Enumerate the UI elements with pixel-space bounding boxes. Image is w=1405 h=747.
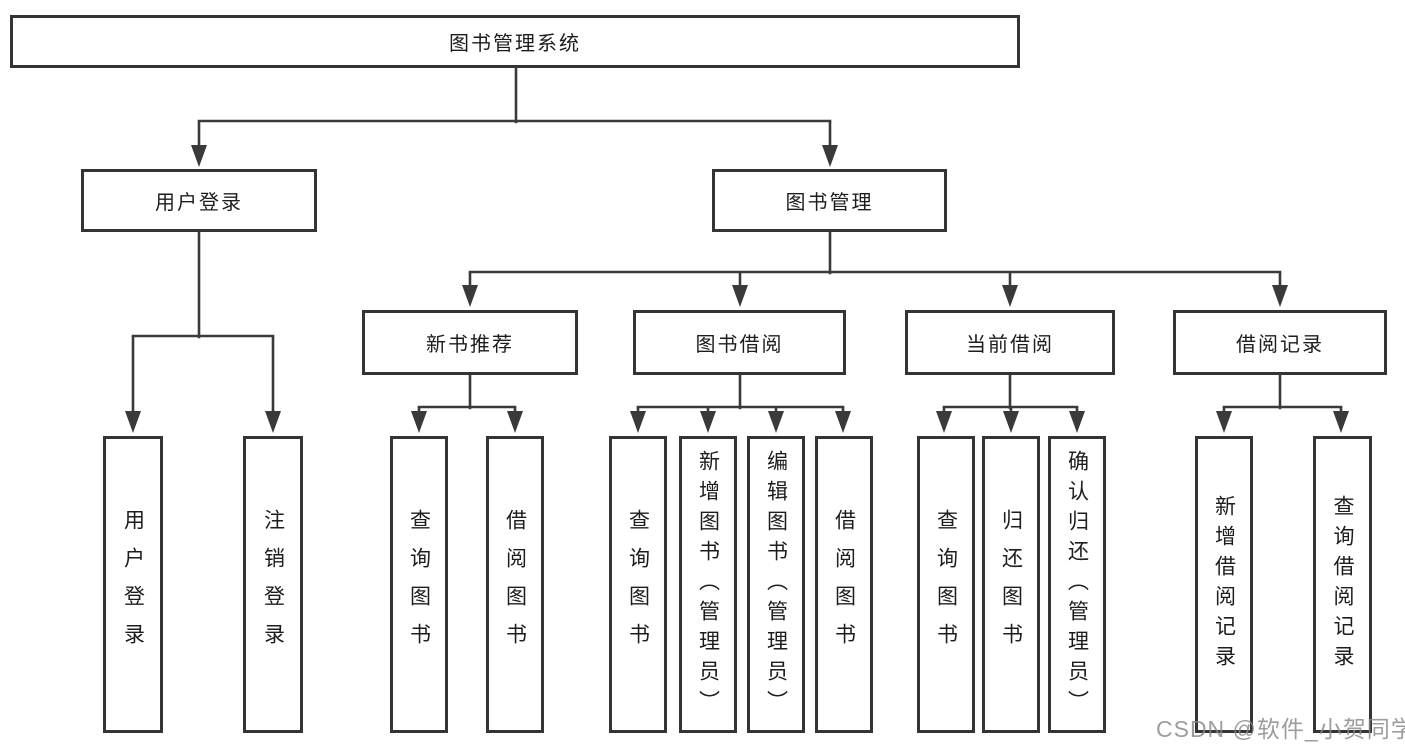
leaf-user-login-label: 用户登录 bbox=[121, 508, 145, 661]
leaf-logout-label: 注销登录 bbox=[261, 508, 285, 661]
leaf-confirm-return-admin-label: 确认归还（管理员） bbox=[1065, 449, 1089, 720]
leaf-borrow-books-borrow: 借阅图书 bbox=[815, 436, 873, 733]
leaf-user-login: 用户登录 bbox=[103, 436, 163, 733]
node-new-book-recommend: 新书推荐 bbox=[362, 310, 578, 375]
leaf-confirm-return-admin: 确认归还（管理员） bbox=[1048, 436, 1106, 733]
leaf-query-books-recommend-label: 查询图书 bbox=[407, 508, 431, 661]
node-new-book-recommend-label: 新书推荐 bbox=[426, 334, 514, 356]
node-current-borrow-label: 当前借阅 bbox=[966, 334, 1054, 356]
leaf-query-books-current: 查询图书 bbox=[917, 436, 975, 733]
leaf-add-book-admin: 新增图书（管理员） bbox=[679, 436, 737, 733]
node-book-management-label: 图书管理 bbox=[785, 192, 874, 214]
leaf-query-books-current-label: 查询图书 bbox=[934, 508, 958, 661]
leaf-edit-book-admin: 编辑图书（管理员） bbox=[747, 436, 805, 733]
leaf-return-book: 归还图书 bbox=[982, 436, 1040, 733]
node-root-label: 图书管理系统 bbox=[449, 33, 581, 55]
leaf-edit-book-admin-label: 编辑图书（管理员） bbox=[764, 449, 788, 720]
leaf-logout: 注销登录 bbox=[243, 436, 303, 733]
node-user-login-label: 用户登录 bbox=[155, 192, 243, 214]
node-root: 图书管理系统 bbox=[10, 15, 1020, 68]
leaf-query-books-borrow: 查询图书 bbox=[609, 436, 667, 733]
leaf-query-borrow-record-label: 查询借阅记录 bbox=[1331, 494, 1354, 675]
leaf-borrow-books-recommend-label: 借阅图书 bbox=[503, 508, 527, 661]
node-book-borrow: 图书借阅 bbox=[633, 310, 846, 375]
leaf-query-borrow-record: 查询借阅记录 bbox=[1313, 436, 1372, 733]
leaf-add-book-admin-label: 新增图书（管理员） bbox=[696, 449, 720, 720]
node-borrow-records-label: 借阅记录 bbox=[1236, 334, 1324, 356]
leaf-borrow-books-borrow-label: 借阅图书 bbox=[832, 508, 856, 661]
leaf-query-books-recommend: 查询图书 bbox=[390, 436, 448, 733]
leaf-add-borrow-record-label: 新增借阅记录 bbox=[1212, 494, 1236, 675]
node-borrow-records: 借阅记录 bbox=[1173, 310, 1387, 375]
csdn-watermark: CSDN @软件_小贺同学 bbox=[1156, 716, 1405, 742]
node-book-borrow-label: 图书借阅 bbox=[695, 334, 784, 356]
node-book-management: 图书管理 bbox=[712, 169, 947, 232]
leaf-borrow-books-recommend: 借阅图书 bbox=[486, 436, 544, 733]
leaf-query-books-borrow-label: 查询图书 bbox=[626, 508, 650, 661]
node-current-borrow: 当前借阅 bbox=[905, 310, 1115, 375]
node-user-login: 用户登录 bbox=[81, 169, 317, 232]
leaf-return-book-label: 归还图书 bbox=[999, 508, 1023, 661]
leaf-add-borrow-record: 新增借阅记录 bbox=[1195, 436, 1253, 733]
